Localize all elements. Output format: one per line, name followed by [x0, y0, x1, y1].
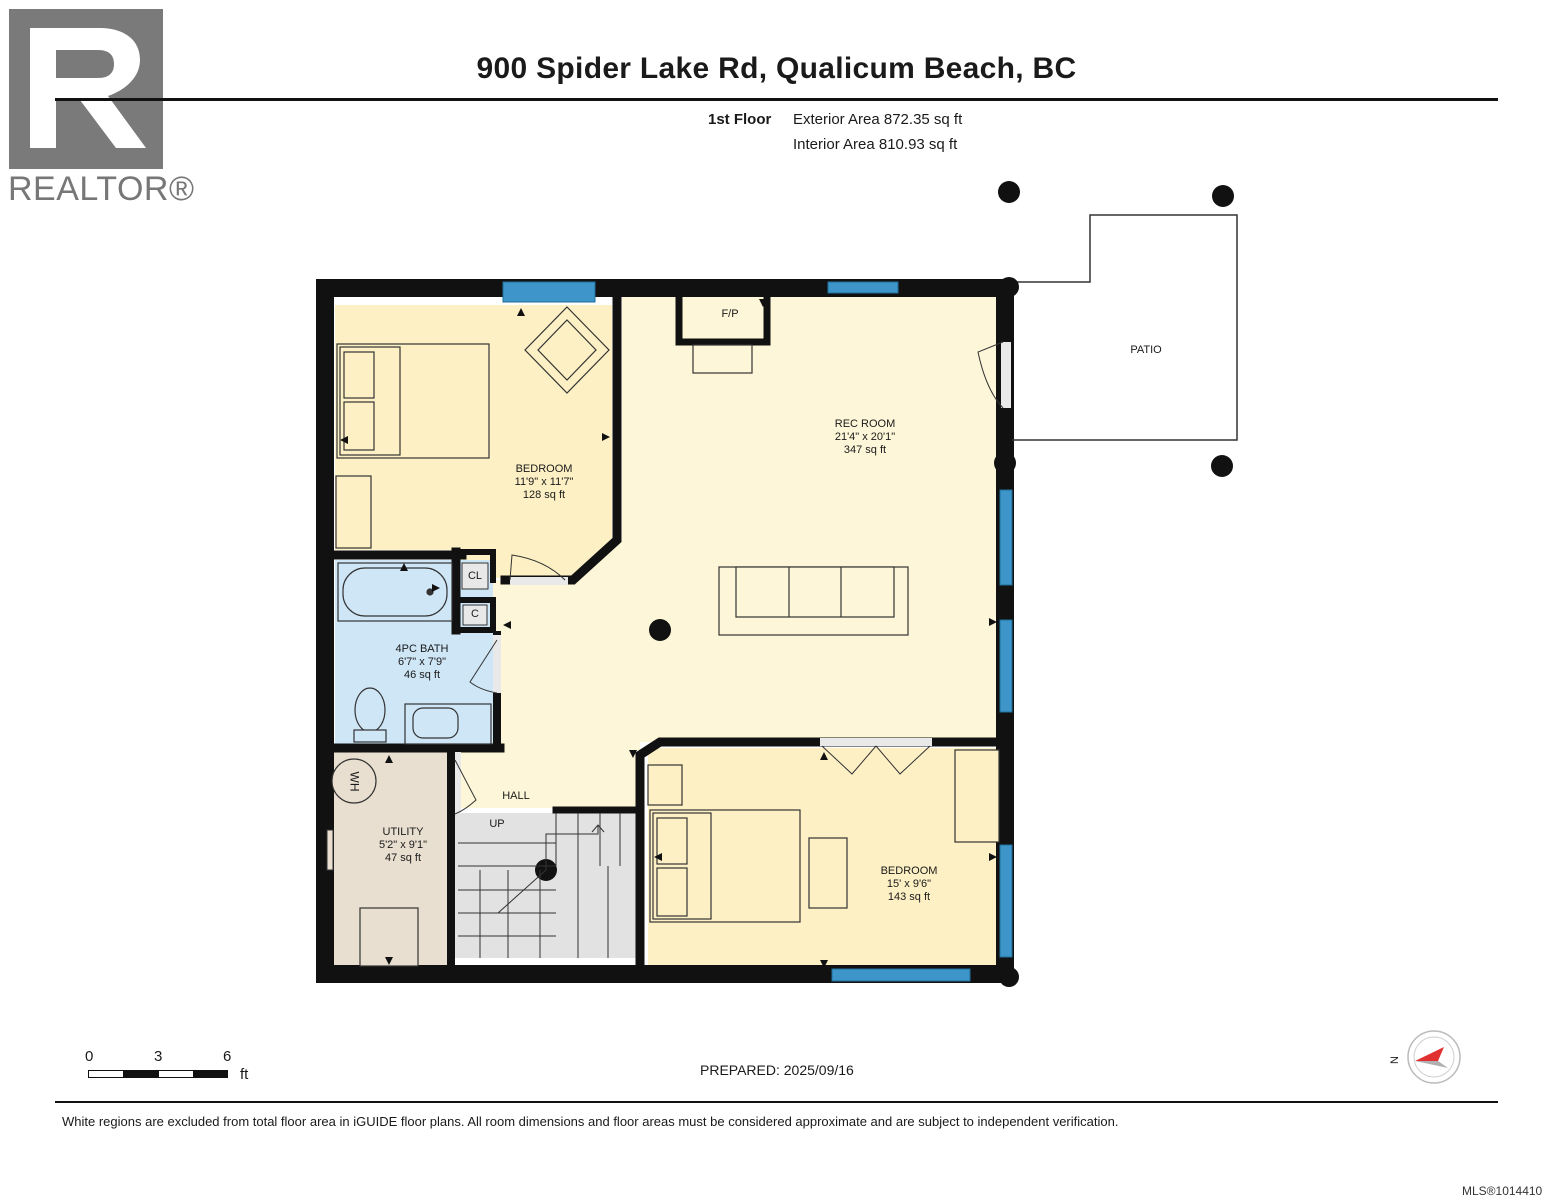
page-title: 900 Spider Lake Rd, Qualicum Beach, BC: [476, 52, 1077, 85]
electrical-panel-icon: [326, 829, 334, 871]
bathtub-icon: [337, 562, 453, 622]
exterior-area: Exterior Area 872.35 sq ft: [793, 111, 963, 128]
room-label-bedroom-top: BEDROOM 11'9" x 11'7" 128 sq ft: [514, 463, 574, 501]
stairs-icon: [458, 813, 621, 958]
sink-icon: [404, 703, 492, 745]
compass-north-label: N: [1388, 1056, 1401, 1064]
doors: [454, 341, 1011, 815]
compass-icon: [1407, 1030, 1461, 1084]
scale-segment-2: [123, 1070, 158, 1078]
windows: [502, 281, 1013, 982]
patio-outline: [1012, 214, 1238, 441]
realtor-r-mark-icon: [9, 9, 163, 169]
fireplace-label: F/P: [721, 308, 739, 320]
desk-icon: [808, 837, 848, 909]
mls-number: MLS®1014410: [1462, 1184, 1543, 1198]
closet-cl-box: [461, 562, 489, 590]
closet-icon: [954, 749, 1000, 843]
room-label-rec-room: REC ROOM 21'4" x 20'1" 347 sq ft: [834, 418, 896, 456]
water-heater-icon: [331, 758, 377, 804]
scale-unit: ft: [240, 1066, 249, 1083]
scale-segment-4: [193, 1070, 228, 1078]
stairs-up-label: UP: [489, 818, 505, 830]
compass: N: [1388, 1030, 1468, 1090]
bed-top-icon: [336, 343, 490, 459]
bed-bottom-icon: [649, 809, 801, 923]
scale-label-3: 3: [154, 1048, 163, 1065]
room-label-bedroom-bottom: BEDROOM 15' x 9'6" 143 sq ft: [880, 865, 938, 903]
room-label-hall: HALL: [502, 790, 530, 802]
dimension-markers: [340, 299, 997, 968]
floor-label: 1st Floor: [708, 111, 772, 128]
footer-disclaimer: White regions are excluded from total fl…: [62, 1114, 1119, 1129]
toilet-icon: [353, 687, 387, 743]
scale-bar: 0 3 6 ft: [85, 1048, 265, 1088]
utility-cabinet-icon: [359, 907, 419, 967]
scale-label-6: 6: [223, 1048, 232, 1065]
room-label-patio: PATIO: [1130, 344, 1162, 356]
realtor-logo: REALTOR®: [8, 8, 194, 208]
scale-segment-1: [88, 1070, 124, 1078]
realtor-wordmark: REALTOR®: [8, 170, 195, 208]
header-rule: [55, 98, 1498, 101]
rec-room-area: [455, 290, 1003, 808]
nightstand-icon: [647, 764, 683, 806]
dresser-icon: [335, 475, 372, 549]
closet-cl-label: CL: [467, 570, 483, 582]
sofa-icon: [718, 566, 909, 636]
closet-c-label: C: [471, 608, 479, 620]
room-label-bath: 4PC BATH 6'7" x 7'9" 46 sq ft: [395, 643, 449, 681]
closet-c-box: [462, 604, 488, 626]
interior-area: Interior Area 810.93 sq ft: [793, 136, 958, 153]
footer-rule: [55, 1101, 1498, 1103]
room-label-utility: UTILITY 5'2" x 9'1" 47 sq ft: [378, 826, 428, 864]
hearth-icon: [692, 344, 753, 374]
scale-segment-3: [158, 1070, 194, 1078]
water-heater-label: WH: [347, 771, 362, 792]
prepared-date: PREPARED: 2025/09/16: [700, 1062, 854, 1078]
armchair-icon: [524, 306, 610, 394]
scale-label-0: 0: [85, 1048, 94, 1065]
